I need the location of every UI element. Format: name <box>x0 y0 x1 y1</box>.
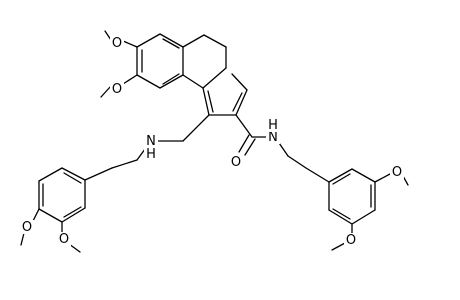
atom-o-left-3: O <box>57 232 71 247</box>
atom-label: O <box>112 36 122 51</box>
atom-n-amide: N <box>266 130 280 145</box>
atom-label: O <box>346 233 356 248</box>
atom-label: H <box>146 147 156 162</box>
atom-n-amine: N <box>144 134 158 149</box>
atom-o-right-4: O <box>344 233 358 248</box>
atom-label: O <box>231 155 241 170</box>
atom-o-right-3: O <box>390 165 404 180</box>
atom-label: N <box>268 130 278 145</box>
atom-label: N <box>146 134 156 149</box>
atom-o-8: O <box>110 82 124 97</box>
bond-lines <box>20 30 409 253</box>
atom-label: O <box>59 232 69 247</box>
atom-label: H <box>268 118 278 133</box>
atom-o-left-4: O <box>20 220 34 235</box>
atom-labels: O O O N H N H O <box>20 36 404 248</box>
atom-label: O <box>112 82 122 97</box>
atom-h-amide: H <box>266 118 280 133</box>
atom-o-amide: O <box>229 155 243 170</box>
atom-h-amine: H <box>144 147 158 162</box>
atom-label: O <box>392 165 402 180</box>
atom-label: O <box>22 220 32 235</box>
atom-o-7: O <box>110 36 124 51</box>
